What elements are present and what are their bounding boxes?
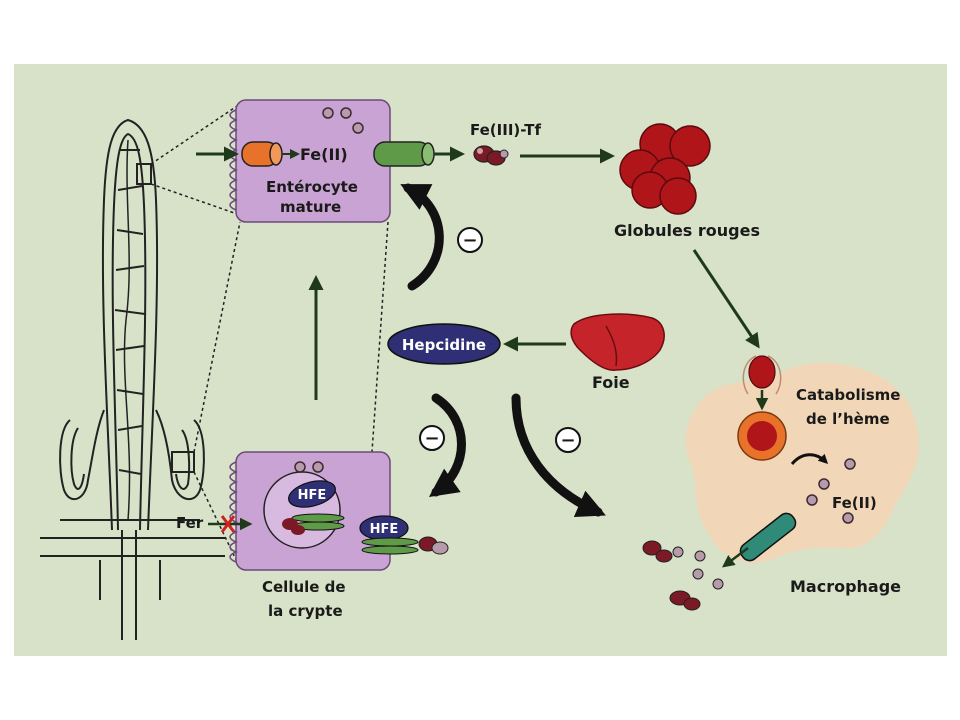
inhibition-arc-crypt — [428, 393, 466, 497]
fer-label: Fer — [176, 514, 204, 532]
orange-transporter-icon — [241, 141, 283, 167]
inhibition-arc-macrophage — [511, 393, 606, 518]
globules-rouges-label: Globules rouges — [614, 221, 760, 240]
fe2-label-top: Fe(II) — [300, 145, 348, 164]
svg-text:−: − — [462, 230, 477, 251]
fe3-tf-label: Fe(III)-Tf — [470, 121, 542, 139]
hfe-outer-label: HFE — [370, 522, 399, 537]
foie-label: Foie — [592, 373, 630, 392]
enterocyte-label-line1: Entérocyte — [266, 178, 358, 196]
inhibition-icon-crypt: − — [419, 425, 445, 451]
arrow-iron-export — [722, 547, 749, 568]
intestinal-villus-icon — [40, 118, 225, 640]
hepcidine-label: Hepcidine — [402, 336, 486, 354]
crypt-label-line1: Cellule de — [262, 578, 346, 596]
teal-transporter-icon — [739, 512, 797, 562]
iron-particles-macrophage — [806, 458, 856, 524]
heme-catabolism-vesicle — [737, 355, 787, 461]
crypt-label-line2: la crypte — [268, 602, 343, 620]
zoom-lines — [150, 103, 389, 569]
arrow-heme-release — [790, 453, 829, 466]
catabolisme-label-line2: de l’hème — [806, 410, 890, 428]
red-blood-cell-icon — [619, 123, 711, 215]
enterocyte-label-line2: mature — [280, 198, 341, 216]
inhibition-icon-macrophage: − — [555, 427, 581, 453]
iron-particles-crypt — [294, 461, 324, 473]
hfe-complex-inner: HFE — [282, 480, 345, 535]
hepcidine-node: Hepcidine — [387, 323, 501, 365]
diagram-panel — [14, 64, 947, 656]
green-transporter-icon — [373, 141, 435, 167]
hfe-complex-outer: HFE — [359, 515, 449, 555]
arrow-to-macrophage — [692, 249, 760, 349]
hfe-inner-label: HFE — [298, 488, 327, 503]
macrophage-cell — [685, 362, 919, 563]
catabolisme-label-line1: Catabolisme — [796, 386, 900, 404]
svg-text:−: − — [560, 430, 575, 451]
svg-text:−: − — [424, 428, 439, 449]
block-x-icon — [220, 515, 236, 533]
exported-transferrin — [642, 540, 724, 611]
transferrin-icon — [473, 145, 509, 166]
inhibition-arc-enterocyte — [400, 183, 444, 291]
liver-icon — [570, 313, 665, 371]
iron-particles-top — [322, 107, 364, 134]
fe2-label-macrophage: Fe(II) — [832, 494, 877, 512]
inhibition-icon-top: − — [457, 227, 483, 253]
macrophage-label: Macrophage — [790, 577, 901, 596]
